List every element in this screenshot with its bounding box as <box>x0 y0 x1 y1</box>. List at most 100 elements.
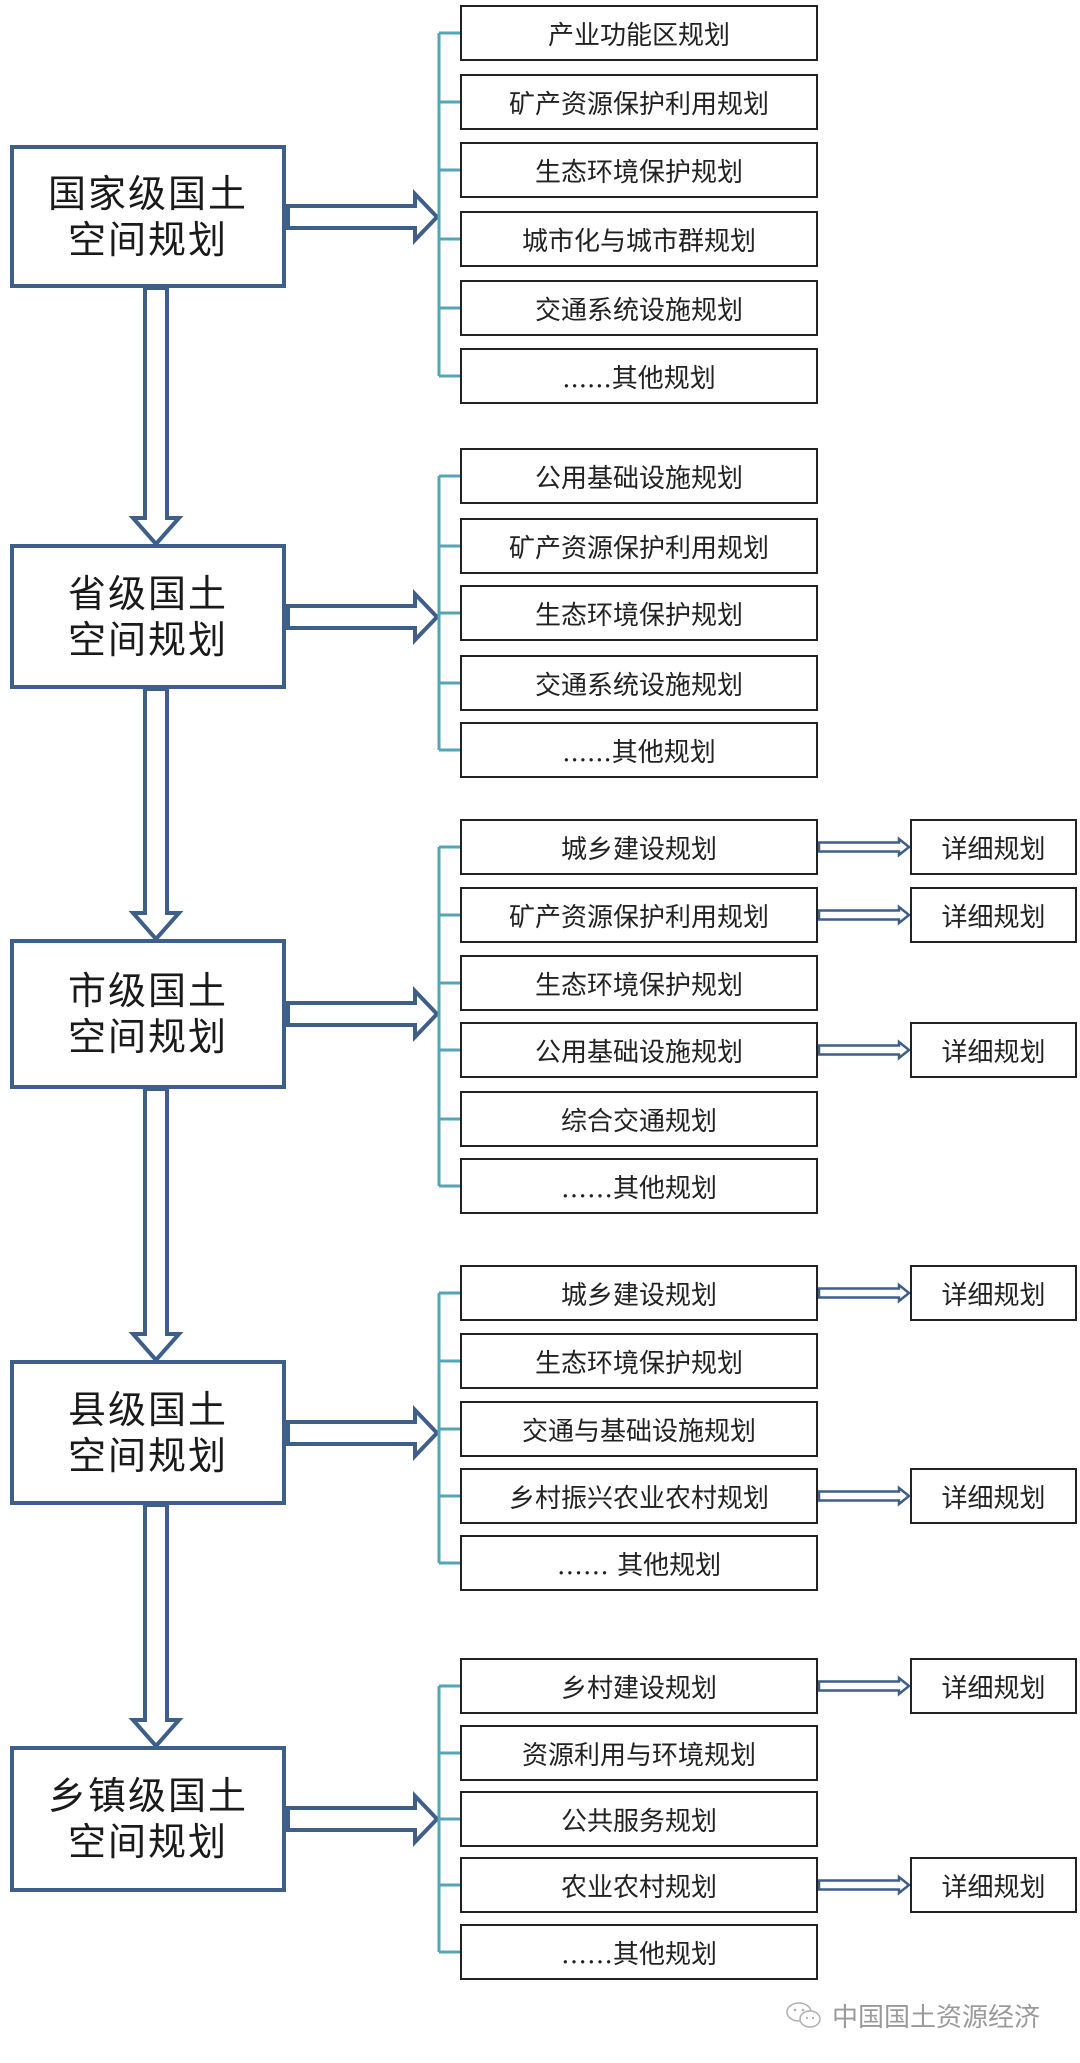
plan-item-label: 农业农村规划 <box>560 1872 717 1903</box>
plan-item-label: 矿产资源保护利用规划 <box>508 533 769 564</box>
plan-item-box: 矿产资源保护利用规划 <box>460 74 818 130</box>
detail-plan-label: 详细规划 <box>941 1037 1046 1068</box>
detail-plan-box: 详细规划 <box>910 819 1077 875</box>
level-title-line: 国家级国土 <box>47 171 248 216</box>
plan-item-box: 矿产资源保护利用规划 <box>460 518 818 574</box>
plan-item-label: 综合交通规划 <box>560 1106 717 1137</box>
detail-arrow <box>817 904 912 926</box>
level-down-arrow <box>128 687 184 943</box>
detail-plan-box: 详细规划 <box>910 1658 1077 1714</box>
detail-plan-box: 详细规划 <box>910 1468 1077 1524</box>
plan-item-box: 城乡建设规划 <box>460 1265 818 1321</box>
plan-item-box: 生态环境保护规划 <box>460 585 818 641</box>
level-title-line: 市级国土 <box>67 969 228 1013</box>
detail-plan-label: 详细规划 <box>941 834 1046 865</box>
plan-item-box: 产业功能区规划 <box>460 5 818 61</box>
plan-item-box: 城乡建设规划 <box>460 819 818 875</box>
plan-item-label: ......其他规划 <box>562 363 716 394</box>
plan-item-label: 公用基础设施规划 <box>534 463 743 494</box>
plan-item-label: 乡村建设规划 <box>560 1673 717 1704</box>
level-title-line: 空间规划 <box>67 1820 228 1864</box>
detail-plan-box: 详细规划 <box>910 1857 1077 1913</box>
level-right-arrow <box>286 1791 440 1847</box>
level-right-arrow <box>286 986 440 1042</box>
level-title-line: 空间规划 <box>67 217 228 262</box>
detail-arrow <box>817 836 912 858</box>
plan-item-label: ……其他规划 <box>560 1939 717 1970</box>
detail-plan-label: 详细规划 <box>941 1280 1046 1311</box>
detail-plan-label: 详细规划 <box>941 902 1046 933</box>
detail-plan-box: 详细规划 <box>910 887 1077 943</box>
level-box: 省级国土空间规划 <box>10 544 286 689</box>
plan-item-label: 生态环境保护规划 <box>534 1348 743 1379</box>
plan-item-label: 资源利用与环境规划 <box>521 1740 756 1771</box>
plan-item-box: 生态环境保护规划 <box>460 142 818 198</box>
plan-item-label: 城市化与城市群规划 <box>521 226 756 257</box>
wechat-icon <box>786 2002 821 2028</box>
level-title-line: 空间规划 <box>67 1015 228 1059</box>
plan-item-label: 交通与基础设施规划 <box>521 1416 756 1447</box>
plan-item-box: 生态环境保护规划 <box>460 1333 818 1389</box>
plan-item-box: ......其他规划 <box>460 348 818 404</box>
level-box: 乡镇级国土空间规划 <box>10 1746 286 1892</box>
level-title-line: 县级国土 <box>67 1387 228 1432</box>
level-box: 市级国土空间规划 <box>10 939 286 1089</box>
detail-plan-label: 详细规划 <box>941 1673 1046 1704</box>
plan-item-label: 生态环境保护规划 <box>534 970 743 1001</box>
plan-item-label: ……其他规划 <box>560 1173 717 1204</box>
plan-item-box: ……其他规划 <box>460 1158 818 1214</box>
plan-item-label: 公用基础设施规划 <box>534 1037 743 1068</box>
watermark-text: 中国国土资源经济 <box>832 2002 1041 2033</box>
plan-item-label: 乡村振兴农业农村规划 <box>508 1483 769 1514</box>
level-box: 县级国土空间规划 <box>10 1360 286 1505</box>
detail-plan-label: 详细规划 <box>941 1872 1046 1903</box>
detail-arrow <box>817 1282 912 1304</box>
level-down-arrow <box>128 286 184 548</box>
plan-item-label: 生态环境保护规划 <box>534 600 743 631</box>
plan-item-label: 矿产资源保护利用规划 <box>508 89 769 120</box>
plan-item-box: 资源利用与环境规划 <box>460 1725 818 1781</box>
detail-plan-box: 详细规划 <box>910 1265 1077 1321</box>
detail-plan-box: 详细规划 <box>910 1022 1077 1078</box>
level-box: 国家级国土空间规划 <box>10 145 286 288</box>
plan-item-label: 交通系统设施规划 <box>534 295 743 326</box>
level-right-arrow <box>286 1405 440 1461</box>
plan-item-box: 乡村建设规划 <box>460 1658 818 1714</box>
plan-item-box: 交通与基础设施规划 <box>460 1401 818 1457</box>
plan-item-box: 城市化与城市群规划 <box>460 211 818 267</box>
level-title-line: 空间规划 <box>67 1433 228 1478</box>
detail-arrow <box>817 1874 912 1896</box>
plan-item-label: 交通系统设施规划 <box>534 670 743 701</box>
plan-item-box: 交通系统设施规划 <box>460 280 818 336</box>
plan-item-box: …… 其他规划 <box>460 1535 818 1591</box>
plan-item-label: 城乡建设规划 <box>560 1280 717 1311</box>
detail-plan-label: 详细规划 <box>941 1483 1046 1514</box>
plan-item-label: 生态环境保护规划 <box>534 157 743 188</box>
level-down-arrow <box>128 1503 184 1750</box>
plan-item-box: 交通系统设施规划 <box>460 655 818 711</box>
level-right-arrow <box>286 189 440 245</box>
level-title-line: 空间规划 <box>67 617 228 662</box>
detail-arrow <box>817 1675 912 1697</box>
level-down-arrow <box>128 1087 184 1364</box>
plan-item-box: 公用基础设施规划 <box>460 1022 818 1078</box>
detail-arrow <box>817 1485 912 1507</box>
plan-item-label: ......其他规划 <box>562 737 716 768</box>
detail-arrow <box>817 1039 912 1061</box>
plan-item-box: 生态环境保护规划 <box>460 955 818 1011</box>
plan-item-label: …… 其他规划 <box>556 1550 722 1581</box>
plan-item-box: 公共服务规划 <box>460 1791 818 1847</box>
level-right-arrow <box>286 589 440 645</box>
plan-item-label: 产业功能区规划 <box>547 20 730 51</box>
plan-item-box: 综合交通规划 <box>460 1091 818 1147</box>
plan-item-label: 公共服务规划 <box>560 1806 717 1837</box>
level-title-line: 省级国土 <box>67 571 228 616</box>
watermark: 中国国土资源经济 <box>784 1998 1041 2033</box>
plan-item-box: 乡村振兴农业农村规划 <box>460 1468 818 1524</box>
plan-item-box: 农业农村规划 <box>460 1857 818 1913</box>
plan-item-box: ......其他规划 <box>460 722 818 778</box>
plan-item-box: ……其他规划 <box>460 1924 818 1980</box>
plan-item-label: 城乡建设规划 <box>560 834 717 865</box>
plan-item-box: 公用基础设施规划 <box>460 448 818 504</box>
